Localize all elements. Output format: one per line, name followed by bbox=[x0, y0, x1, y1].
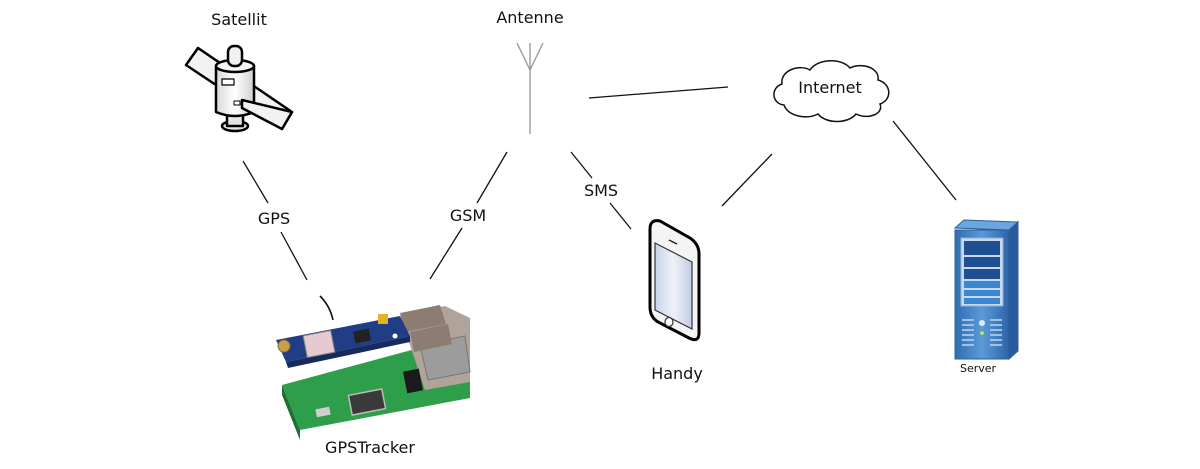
server-icon[interactable] bbox=[953, 219, 1020, 361]
edge-antenna-internet bbox=[588, 86, 729, 99]
edge-gps-upper bbox=[242, 160, 269, 204]
edge-gps-lower bbox=[280, 231, 308, 281]
satellite-icon[interactable] bbox=[184, 44, 294, 133]
node-label-satellite: Satellit bbox=[211, 10, 267, 29]
edge-internet-server bbox=[892, 120, 957, 201]
node-label-antenna: Antenne bbox=[496, 8, 564, 27]
edge-label-sms: SMS bbox=[580, 182, 622, 200]
edge-sms-lower bbox=[609, 202, 632, 230]
cloud-icon[interactable] bbox=[773, 60, 890, 123]
node-label-phone: Handy bbox=[651, 364, 703, 383]
antenna-icon[interactable] bbox=[516, 42, 544, 134]
edge-gsm-lower bbox=[429, 227, 463, 280]
node-label-internet: Internet bbox=[798, 78, 862, 97]
circuit-board-icon[interactable] bbox=[276, 295, 471, 440]
smartphone-icon[interactable] bbox=[648, 219, 701, 342]
edges bbox=[242, 86, 957, 281]
node-label-tracker: GPSTracker bbox=[325, 438, 415, 457]
node-label-server: Server bbox=[959, 362, 997, 375]
edge-gsm-upper bbox=[476, 151, 508, 204]
edge-label-gsm: GSM bbox=[446, 207, 490, 225]
edge-internet-phone bbox=[721, 153, 773, 207]
edge-sms-upper bbox=[570, 151, 593, 179]
edge-label-gps: GPS bbox=[254, 210, 294, 228]
